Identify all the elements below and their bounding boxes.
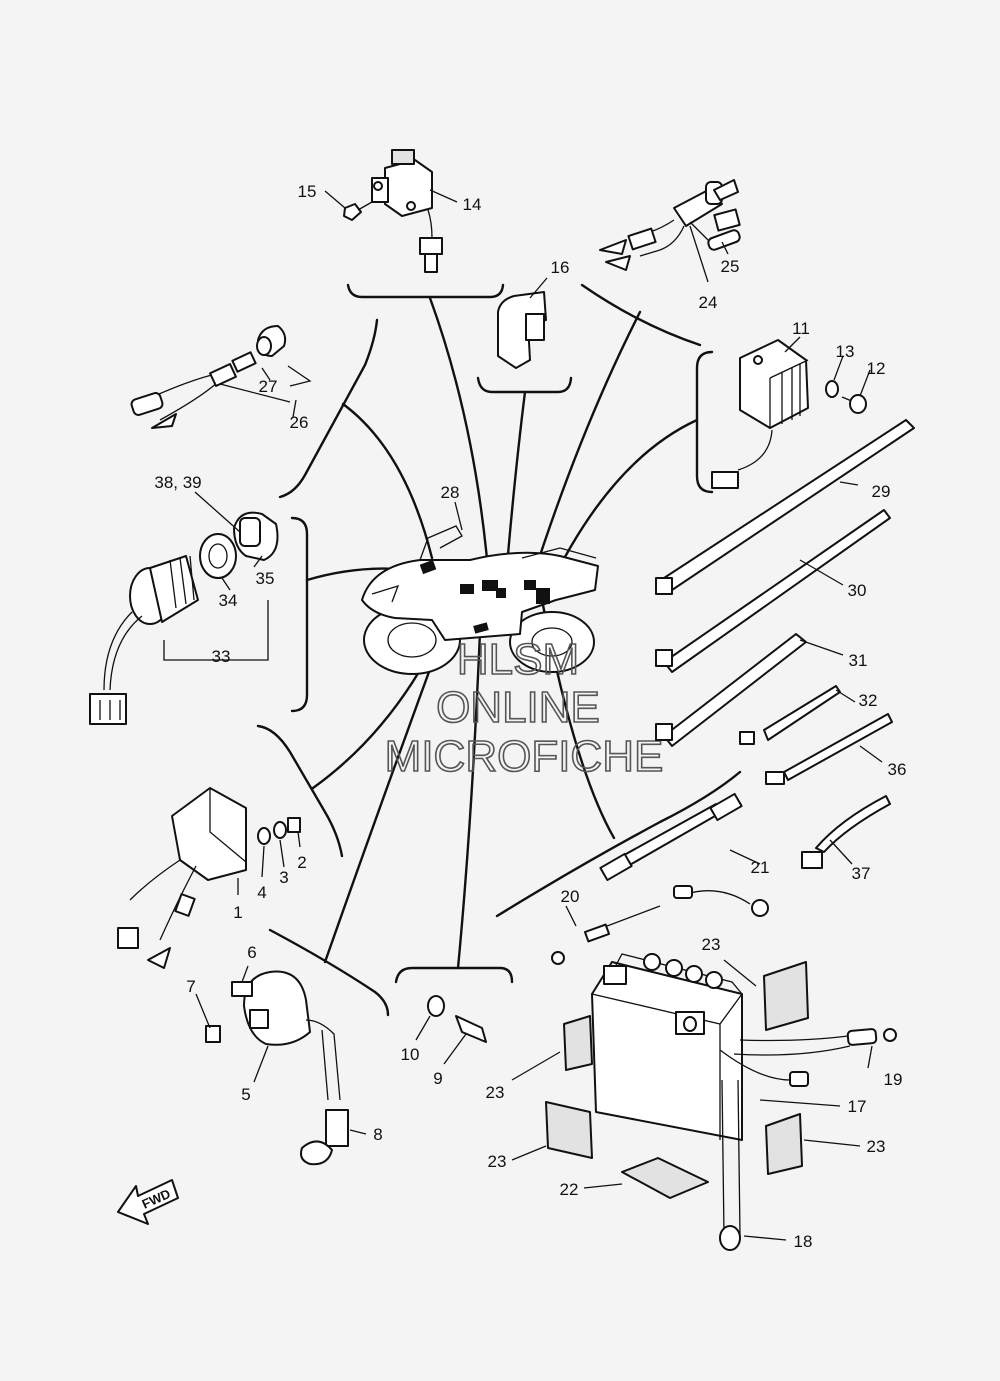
- part-battery-17: [591, 953, 743, 1141]
- bracket-cdi: [256, 724, 344, 858]
- callout-23-top: 23: [702, 935, 721, 954]
- group-brackets: [256, 283, 742, 1017]
- bracket-regulator: [695, 350, 714, 494]
- callout-30: 30: [848, 581, 867, 600]
- part-main-switch-33: [89, 555, 199, 725]
- callout-3: 3: [279, 868, 288, 887]
- part-breather-18: [719, 1079, 741, 1251]
- callout-32: 32: [859, 691, 878, 710]
- part-cdi-1: [117, 787, 247, 969]
- callout-leaders: [163, 189, 883, 1241]
- callout-28: 28: [441, 483, 460, 502]
- part-pads-23: [545, 961, 809, 1175]
- bracket-starter-relay: [580, 283, 702, 347]
- part-cable-20: [551, 885, 769, 965]
- callout-23-right: 23: [867, 1137, 886, 1156]
- callout-8: 8: [373, 1125, 382, 1144]
- callout-1: 1: [233, 903, 242, 922]
- callout-33: 33: [212, 647, 231, 666]
- bracket-sensor-harness: [278, 318, 379, 499]
- atv-vehicle: [361, 525, 599, 675]
- callout-35: 35: [256, 569, 275, 588]
- bracket-ignition-coil: [268, 928, 390, 1017]
- bracket-neutral-switch: [394, 966, 514, 984]
- part-fuse-cover-16: [497, 291, 547, 369]
- callout-2: 2: [297, 853, 306, 872]
- part-cable-19: [719, 1028, 897, 1087]
- part-bolt-15: [343, 201, 373, 221]
- callout-27: 27: [259, 377, 278, 396]
- callout-labels: 1 2 3 4 5 6 7 8 9 10 11 12 13 14 15 16 1…: [154, 182, 906, 1251]
- callout-29: 29: [872, 482, 891, 501]
- part-ties-29-30-31: [655, 419, 915, 747]
- callout-23-lower-left: 23: [488, 1152, 507, 1171]
- callout-37: 37: [852, 864, 871, 883]
- callout-23-left: 23: [486, 1083, 505, 1102]
- part-fuse-25: [707, 229, 741, 251]
- callout-9: 9: [433, 1069, 442, 1088]
- part-washer-13: [825, 380, 839, 398]
- callout-13: 13: [836, 342, 855, 361]
- part-fuse-holder-24: [599, 179, 741, 271]
- callout-34: 34: [219, 591, 238, 610]
- callout-6: 6: [247, 943, 256, 962]
- part-pad-22: [621, 1157, 709, 1199]
- part-sensor-26: [130, 325, 287, 429]
- callout-14: 14: [463, 195, 482, 214]
- callout-31: 31: [849, 651, 868, 670]
- part-relay-14: [371, 149, 443, 273]
- watermark-line-1: HLSM: [457, 635, 579, 684]
- callout-22: 22: [560, 1180, 579, 1199]
- callout-4: 4: [257, 883, 266, 902]
- part-switch-9-10: [427, 995, 487, 1043]
- bracket-battery: [495, 770, 742, 918]
- watermark: HLSM ONLINE MICROFICHE: [384, 634, 664, 782]
- part-ties-32-36-37: [739, 685, 893, 869]
- callout-19: 19: [884, 1070, 903, 1089]
- callout-7: 7: [186, 977, 195, 996]
- part-regulator-11: [711, 339, 809, 489]
- callout-16: 16: [551, 258, 570, 277]
- watermark-line-3: MICROFICHE: [385, 732, 664, 781]
- callout-36: 36: [888, 760, 907, 779]
- callout-5: 5: [241, 1085, 250, 1104]
- bracket-fuse-cover: [476, 376, 573, 394]
- callout-15: 15: [298, 182, 317, 201]
- callout-11: 11: [792, 319, 810, 338]
- part-coil-5: [243, 970, 349, 1166]
- part-washers-2-3-4: [257, 817, 301, 845]
- bracket-main-switch: [290, 516, 309, 713]
- callout-10: 10: [401, 1045, 420, 1064]
- bracket-top-relay: [346, 283, 505, 299]
- watermark-line-2: ONLINE: [436, 683, 600, 732]
- part-nut-34: [199, 533, 237, 579]
- part-band-21: [599, 792, 743, 882]
- callout-18: 18: [794, 1232, 813, 1251]
- callout-24: 24: [699, 293, 718, 312]
- callout-17: 17: [848, 1097, 867, 1116]
- callout-21: 21: [751, 858, 770, 877]
- callout-38-39: 38, 39: [154, 473, 201, 492]
- callout-20: 20: [561, 887, 580, 906]
- callout-12: 12: [867, 359, 886, 378]
- part-cap-35: [233, 511, 279, 561]
- fwd-arrow-marker: FWD: [117, 1179, 179, 1225]
- callout-25: 25: [721, 257, 740, 276]
- part-bolt-12: [841, 394, 867, 414]
- callout-26: 26: [290, 413, 309, 432]
